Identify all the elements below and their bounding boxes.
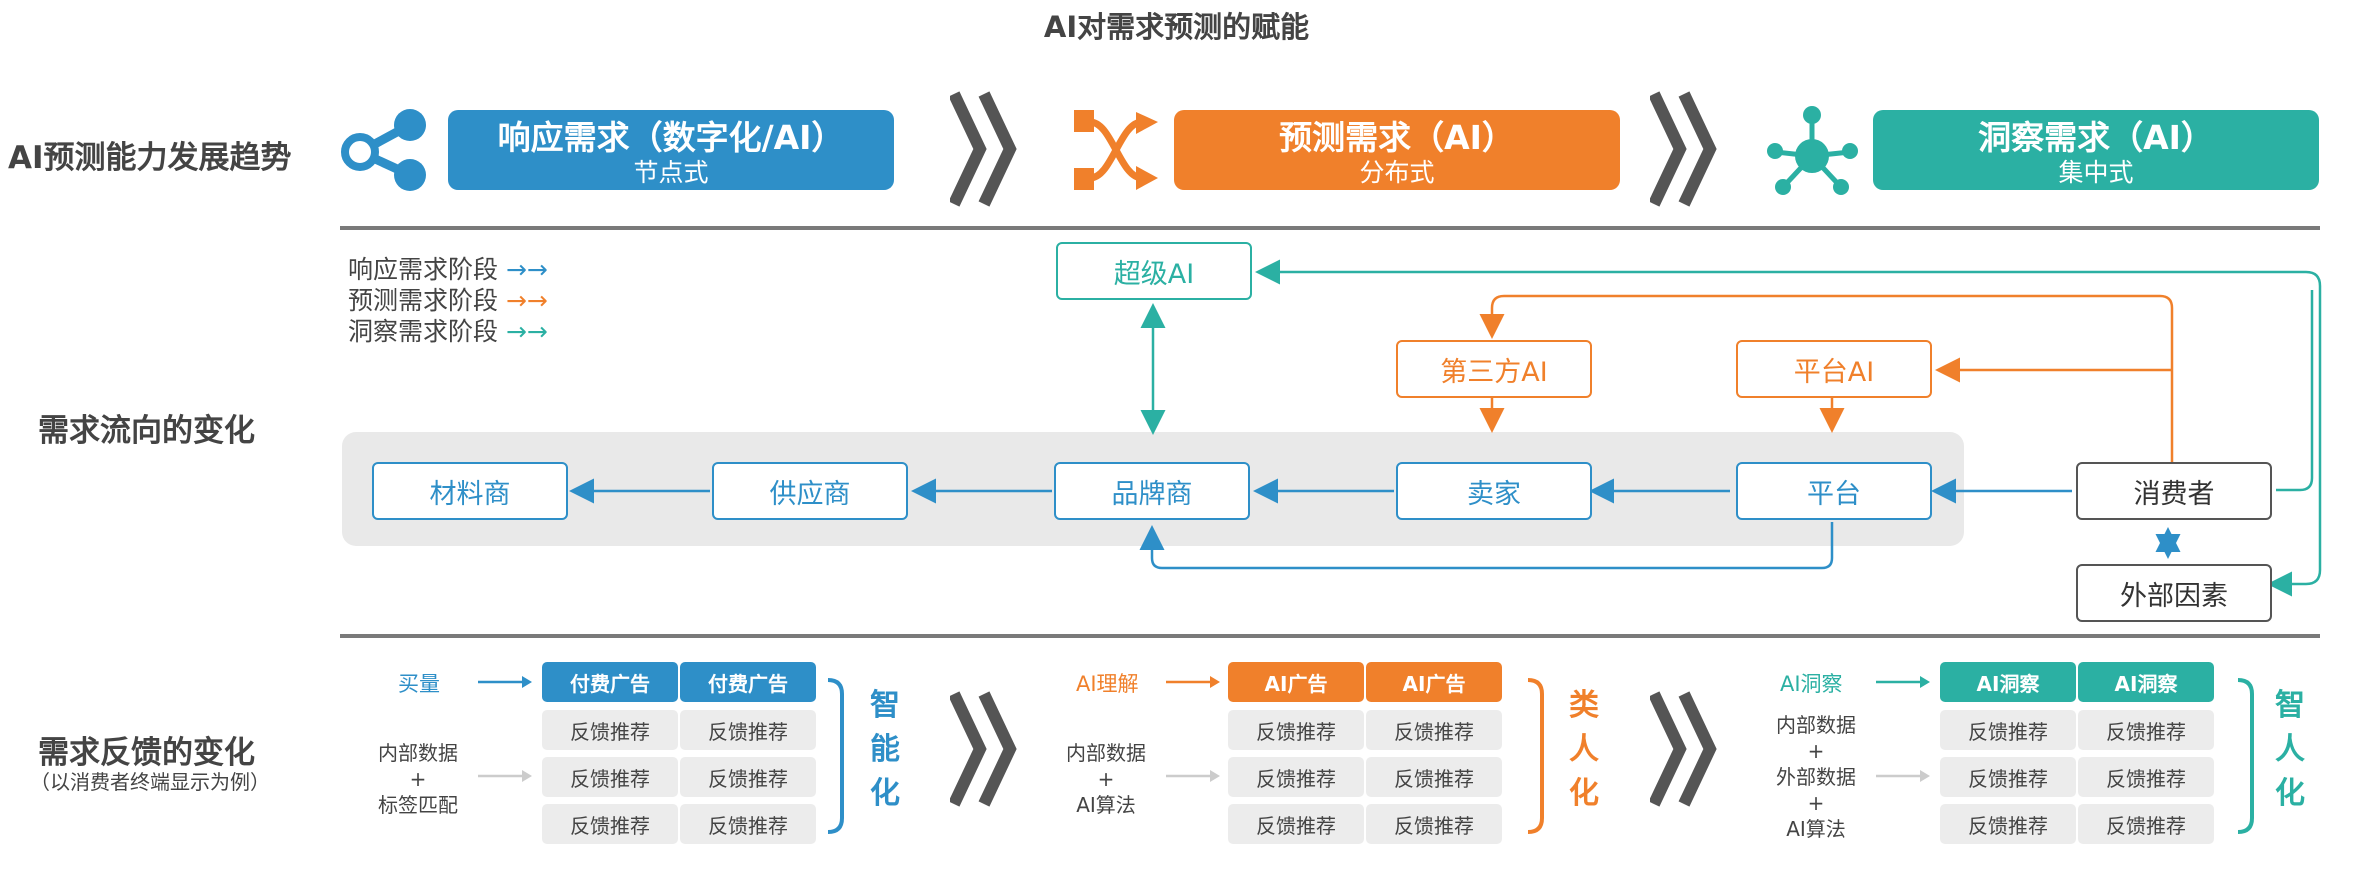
legend-arrow-icon: →→ <box>505 255 548 284</box>
node-seller: 卖家 <box>1396 462 1592 520</box>
stage-title: 响应需求（数字化/AI） <box>497 118 845 157</box>
arrow-right-icon <box>1166 770 1220 782</box>
divider <box>340 226 2320 230</box>
bracket-icon <box>827 678 844 834</box>
row-label-feedback-note: （以消费者终端显示为例） <box>30 770 270 794</box>
page-title: AI对需求预测的赋能 <box>1043 10 1310 44</box>
legend-arrow-icon: →→ <box>505 317 548 346</box>
feedback-data-sources: 内部数据+外部数据+AI算法 <box>1776 713 1856 841</box>
feedback-result-label: 智能化 <box>870 688 900 811</box>
stage-banner-predict: 预测需求（AI） 分布式 <box>1174 110 1620 190</box>
stage-subtitle: 分布式 <box>1359 158 1435 187</box>
feedback-data-sources: 内部数据+标签匹配 <box>378 741 458 817</box>
chevron-right-icon <box>1650 691 1717 807</box>
node-third-party-ai: 第三方AI <box>1396 340 1592 398</box>
stage-subtitle: 集中式 <box>2058 158 2134 187</box>
feedback-cell: 反馈推荐 <box>1940 757 2076 797</box>
feedback-cell: 反馈推荐 <box>542 804 678 844</box>
feedback-head-cell: 付费广告 <box>542 662 678 702</box>
chevron-right-icon <box>950 91 1017 207</box>
arrow-right-icon <box>478 676 532 688</box>
feedback-cell: 反馈推荐 <box>1228 804 1364 844</box>
feedback-cell: 反馈推荐 <box>2078 710 2214 750</box>
feedback-cell: 反馈推荐 <box>1228 757 1364 797</box>
share-icon <box>341 109 426 191</box>
arrow-right-icon <box>1166 676 1220 688</box>
row-label-feedback: 需求反馈的变化 <box>38 735 255 771</box>
feedback-cell: 反馈推荐 <box>542 757 678 797</box>
arrow-right-icon <box>1876 676 1930 688</box>
feedback-input-label: 买量 <box>398 672 440 696</box>
arrow-right-icon <box>1876 770 1930 782</box>
shuffle-icon <box>1074 110 1158 190</box>
stage-banner-insight: 洞察需求（AI） 集中式 <box>1873 110 2319 190</box>
feedback-cell: 反馈推荐 <box>2078 757 2214 797</box>
feedback-cell: 反馈推荐 <box>1366 804 1502 844</box>
chevron-right-icon <box>950 691 1017 807</box>
stage-banner-respond: 响应需求（数字化/AI） 节点式 <box>448 110 894 190</box>
feedback-cell: 反馈推荐 <box>680 757 816 797</box>
feedback-head-cell: AI洞察 <box>1940 662 2076 702</box>
divider <box>340 634 2320 638</box>
node-external-factors: 外部因素 <box>2076 564 2272 622</box>
legend-item-predict: 预测需求阶段 →→ <box>348 286 548 315</box>
node-platform-ai: 平台AI <box>1736 340 1932 398</box>
feedback-head-cell: AI洞察 <box>2078 662 2214 702</box>
stage-subtitle: 节点式 <box>633 158 709 187</box>
feedback-head-cell: 付费广告 <box>680 662 816 702</box>
node-platform: 平台 <box>1736 462 1932 520</box>
feedback-input-label: AI洞察 <box>1780 672 1843 696</box>
bracket-icon <box>1527 678 1544 834</box>
feedback-cell: 反馈推荐 <box>1940 710 2076 750</box>
feedback-result-label: 智人化 <box>2275 688 2305 811</box>
feedback-result-label: 类人化 <box>1569 688 1599 811</box>
stage-title: 洞察需求（AI） <box>1978 118 2214 157</box>
feedback-cell: 反馈推荐 <box>542 710 678 750</box>
row-label-flow: 需求流向的变化 <box>38 413 255 449</box>
stage-title: 预测需求（AI） <box>1279 118 1515 157</box>
feedback-input-label: AI理解 <box>1076 672 1139 696</box>
legend: 响应需求阶段 →→ 预测需求阶段 →→ 洞察需求阶段 →→ <box>348 254 548 347</box>
network-icon <box>1767 106 1858 195</box>
feedback-cell: 反馈推荐 <box>1940 804 2076 844</box>
node-brand: 品牌商 <box>1054 462 1250 520</box>
legend-item-respond: 响应需求阶段 →→ <box>348 255 548 284</box>
node-consumer: 消费者 <box>2076 462 2272 520</box>
feedback-cell: 反馈推荐 <box>2078 804 2214 844</box>
chevron-right-icon <box>1650 91 1717 207</box>
feedback-cell: 反馈推荐 <box>680 710 816 750</box>
legend-item-insight: 洞察需求阶段 →→ <box>348 317 548 346</box>
row-label-trend: AI预测能力发展趋势 <box>8 140 292 176</box>
node-materials: 材料商 <box>372 462 568 520</box>
feedback-head-cell: AI广告 <box>1228 662 1364 702</box>
feedback-cell: 反馈推荐 <box>1366 710 1502 750</box>
arrow-right-icon <box>478 770 532 782</box>
feedback-data-sources: 内部数据+AI算法 <box>1066 741 1146 817</box>
node-super-ai: 超级AI <box>1056 242 1252 300</box>
feedback-cell: 反馈推荐 <box>680 804 816 844</box>
bracket-icon <box>2237 678 2254 834</box>
legend-arrow-icon: →→ <box>505 286 548 315</box>
feedback-cell: 反馈推荐 <box>1366 757 1502 797</box>
node-supplier: 供应商 <box>712 462 908 520</box>
feedback-head-cell: AI广告 <box>1366 662 1502 702</box>
feedback-cell: 反馈推荐 <box>1228 710 1364 750</box>
